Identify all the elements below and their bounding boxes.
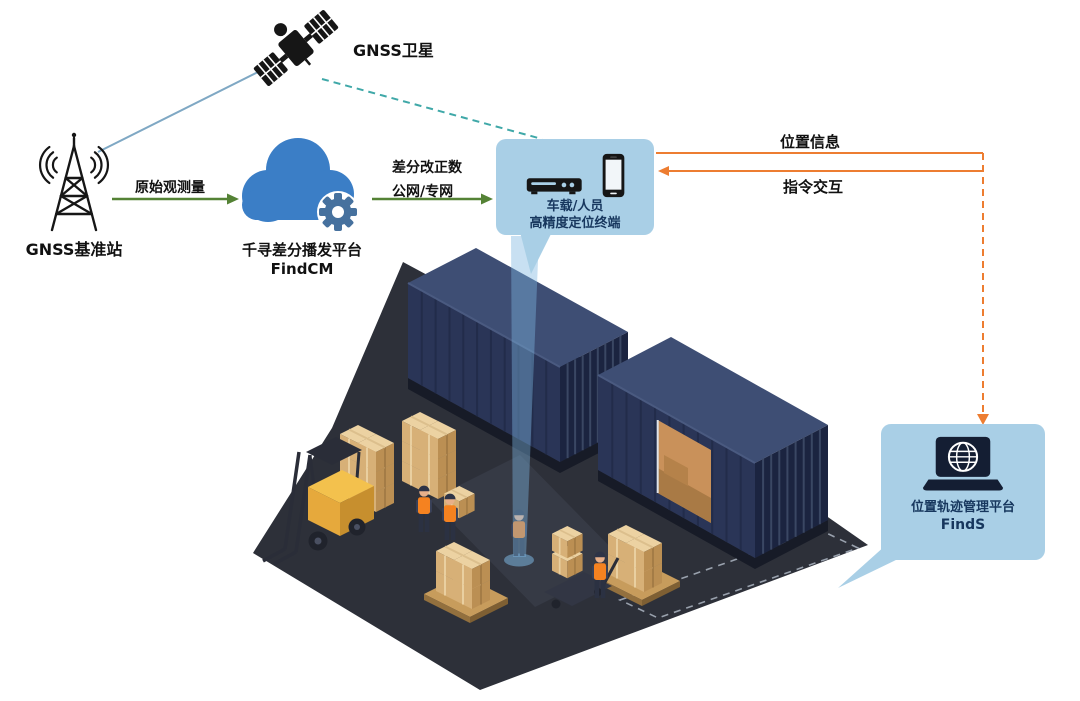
base-station-label: GNSS基准站 bbox=[25, 240, 123, 259]
position-highlight bbox=[504, 553, 534, 567]
laptop-globe-icon bbox=[923, 436, 1003, 491]
satellite-to-station-line bbox=[97, 67, 267, 153]
position-info-label: 位置信息 bbox=[779, 133, 840, 151]
platform-product-label: FindS bbox=[940, 517, 986, 534]
raw-observation-arrow bbox=[112, 193, 239, 205]
diff-correction-arrow bbox=[372, 193, 493, 205]
forklift bbox=[262, 437, 374, 566]
satellite-to-terminal-line bbox=[321, 78, 543, 140]
radio-tower-icon bbox=[39, 132, 109, 232]
terminal-callout: 车载/人员 高精度定位终端 bbox=[496, 139, 654, 235]
cloud-platform-product: FindCM bbox=[270, 260, 334, 278]
platform-callout: 位置轨迹管理平台 FindS bbox=[881, 424, 1045, 560]
terminal-callout-tail bbox=[520, 232, 552, 274]
pallet-with-boxes bbox=[424, 541, 508, 623]
network-label: 公网/专网 bbox=[392, 184, 454, 200]
positioning-beam bbox=[511, 236, 539, 557]
smartphone-icon bbox=[602, 153, 624, 198]
yard-ground bbox=[253, 262, 868, 690]
position-info-line bbox=[656, 152, 989, 425]
raw-observation-label: 原始观测量 bbox=[135, 180, 205, 196]
cloud-platform-name: 千寻差分播发平台 bbox=[241, 241, 362, 259]
terminal-label-line2: 高精度定位终端 bbox=[529, 216, 621, 232]
diff-correction-label: 差分改正数 bbox=[392, 160, 462, 176]
satellite-label: GNSS卫星 bbox=[353, 41, 434, 60]
gear-icon bbox=[319, 193, 357, 231]
satellite-icon bbox=[253, 10, 339, 86]
terminal-icons bbox=[525, 139, 626, 198]
shipping-container-open-door bbox=[597, 337, 828, 569]
command-interaction-label: 指令交互 bbox=[782, 178, 843, 196]
terminal-label-line1: 车载/人员 bbox=[546, 199, 604, 214]
gnss-receiver-icon bbox=[526, 178, 582, 195]
dashed-zone-marking bbox=[617, 529, 861, 619]
cloud-gear-icon bbox=[242, 138, 359, 233]
command-interaction-line bbox=[658, 166, 983, 176]
platform-name-label: 位置轨迹管理平台 bbox=[910, 500, 1015, 515]
warehouse-scene bbox=[253, 236, 868, 690]
